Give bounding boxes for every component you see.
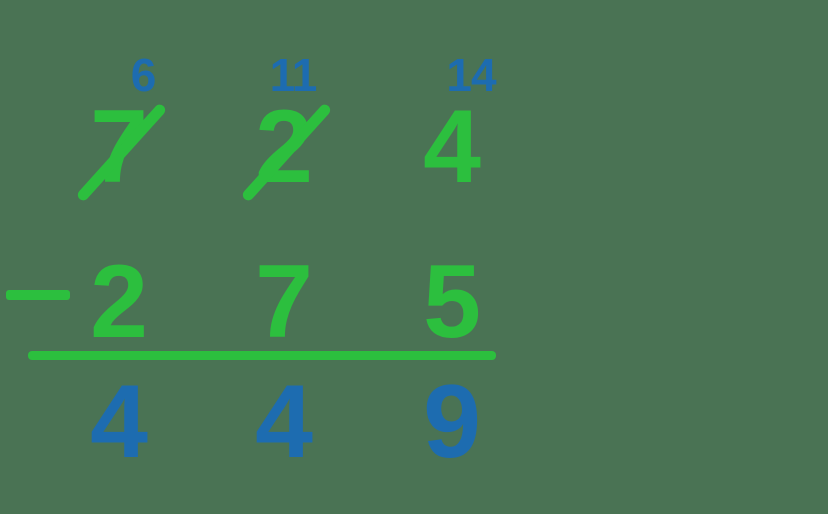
minuend-digit-hundreds-crossed: 7	[75, 95, 168, 203]
difference-digit-ones: 9	[423, 364, 481, 480]
subtrahend-digit-hundreds: 2	[90, 244, 148, 360]
minus-operator-icon	[6, 290, 70, 300]
difference-digit-tens: 4	[255, 364, 313, 480]
minuend-digit-ones: 4	[423, 89, 481, 205]
difference-digit-hundreds: 4	[90, 364, 148, 480]
subtrahend-digit-tens: 7	[255, 244, 313, 360]
subtrahend-digit-ones: 5	[423, 244, 481, 360]
minuend-digit-tens-crossed: 2	[240, 95, 333, 203]
regroup-label-hundreds: 6	[130, 49, 157, 101]
regroup-label-tens: 11	[269, 49, 318, 101]
answer-rule-line	[28, 351, 496, 360]
regroup-label-ones: 14	[446, 49, 496, 101]
